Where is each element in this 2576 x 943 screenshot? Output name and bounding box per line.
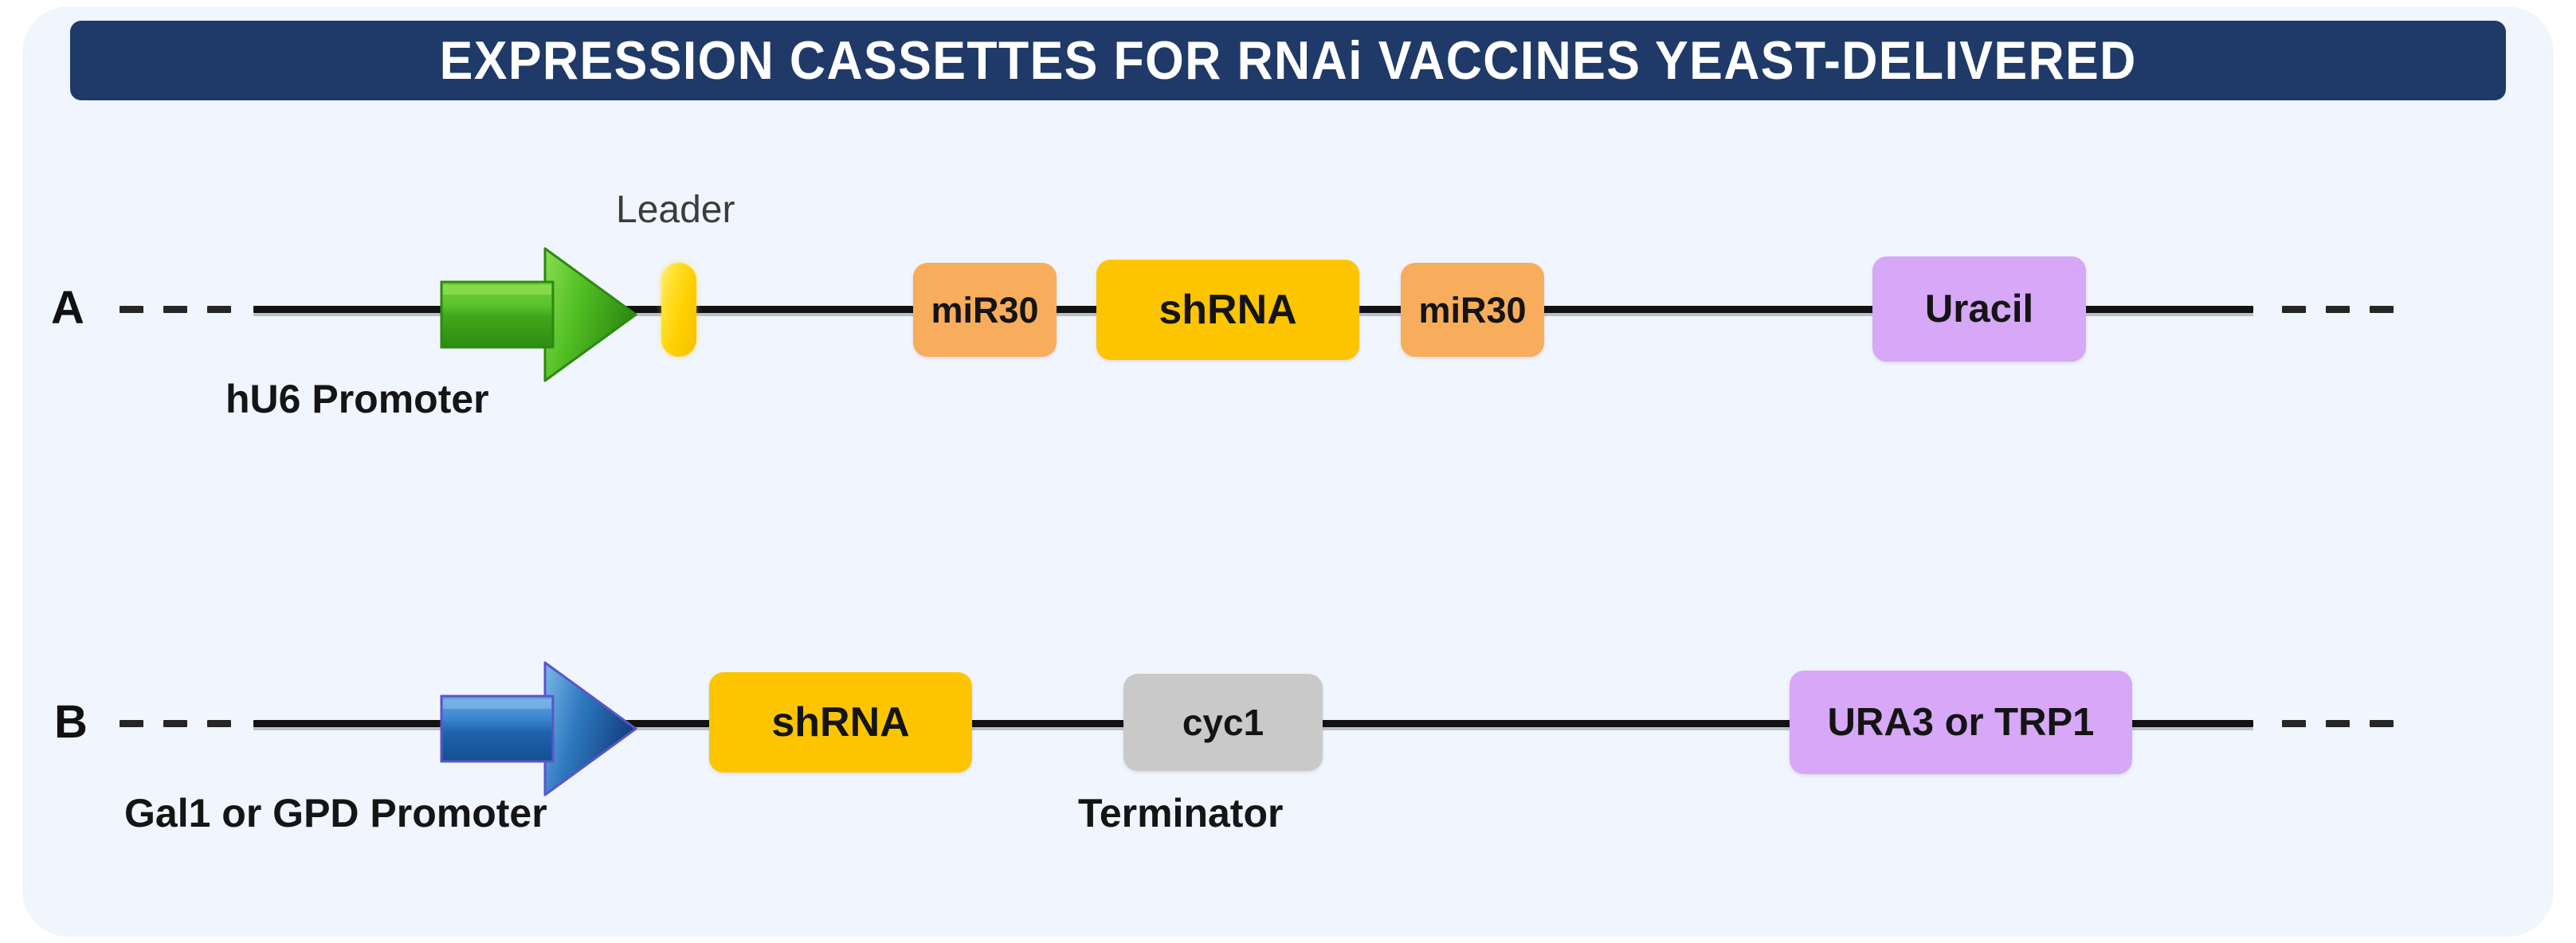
feature-box-mir30-right[interactable]: miR30 <box>1401 263 1544 357</box>
backbone-dash-left <box>163 306 187 313</box>
backbone-dash-right <box>2282 720 2306 727</box>
figure-title: EXPRESSION CASSETTES FOR RNAi VACCINES Y… <box>439 30 2137 91</box>
figure-card: EXPRESSION CASSETTES FOR RNAi VACCINES Y… <box>22 6 2554 937</box>
backbone-dash-right <box>2370 720 2394 727</box>
backbone-dash-right <box>2282 306 2306 313</box>
backbone-dash-right <box>2326 306 2350 313</box>
promoter-label-a: hU6 Promoter <box>225 377 489 421</box>
promoter-label-b: Gal1 or GPD Promoter <box>124 791 547 835</box>
feature-label: miR30 <box>931 289 1039 331</box>
feature-label: miR30 <box>1418 289 1527 331</box>
feature-box-uracil[interactable]: Uracil <box>1872 256 2086 362</box>
feature-label: shRNA <box>771 699 910 745</box>
leader-label: Leader <box>616 189 735 231</box>
feature-label: URA3 or TRP1 <box>1827 700 2095 744</box>
panel-letter-b: B <box>54 696 88 748</box>
backbone-dash-left <box>163 720 187 727</box>
feature-label: Uracil <box>1924 287 2034 331</box>
feature-label: cyc1 <box>1182 702 1264 743</box>
panel-a: A <box>22 166 2554 419</box>
panel-b: B <box>22 564 2554 833</box>
backbone-dash-left <box>207 720 231 727</box>
backbone-dash-left <box>120 306 143 313</box>
backbone-dash-right <box>2326 720 2350 727</box>
panel-letter-a: A <box>51 282 84 334</box>
feature-box-mir30-left[interactable]: miR30 <box>913 263 1057 357</box>
feature-box-shrna[interactable]: shRNA <box>709 672 972 773</box>
promoter-arrow-blue-icon <box>437 653 644 804</box>
promoter-arrow-green-icon <box>437 239 644 390</box>
feature-box-cyc1[interactable]: cyc1 <box>1123 674 1323 771</box>
feature-label: shRNA <box>1159 287 1297 333</box>
backbone-dash-right <box>2370 306 2394 313</box>
feature-box-shrna[interactable]: shRNA <box>1096 260 1359 360</box>
figure-title-banner: EXPRESSION CASSETTES FOR RNAi VACCINES Y… <box>70 21 2506 100</box>
leader-capsule-icon <box>661 263 696 357</box>
backbone-dash-left <box>207 306 231 313</box>
backbone-dash-left <box>120 720 143 727</box>
terminator-label: Terminator <box>1078 791 1284 835</box>
feature-box-ura3-trp1[interactable]: URA3 or TRP1 <box>1790 671 2132 774</box>
